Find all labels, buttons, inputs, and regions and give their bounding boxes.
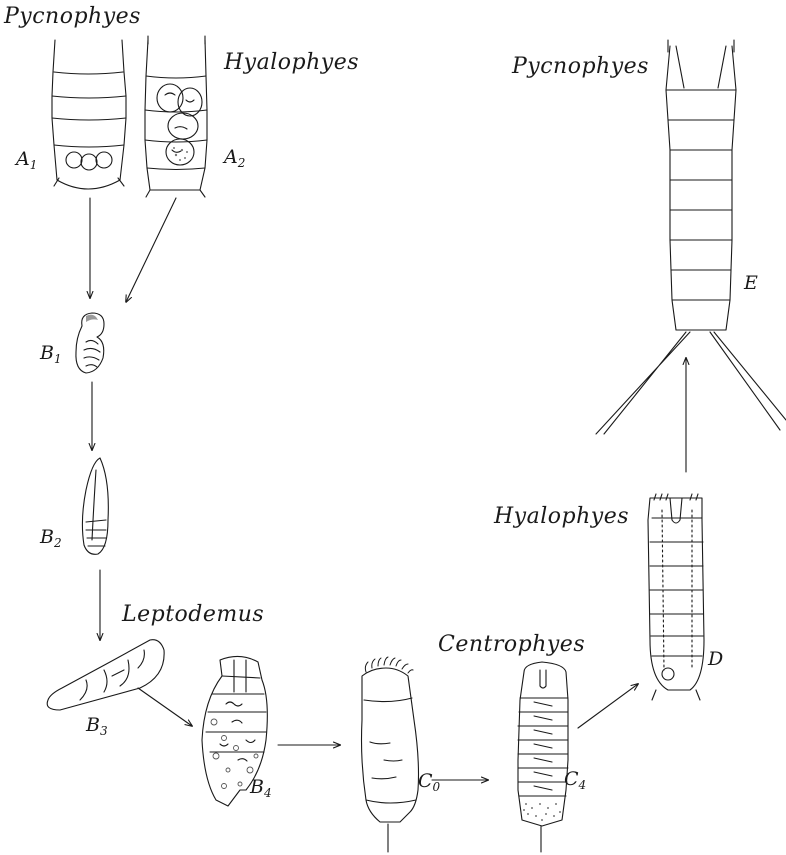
genus-label-hyalophyes-a: Hyalophyes — [224, 52, 359, 74]
stage-label-b3: B3 — [86, 716, 108, 737]
specimen-c0 — [362, 668, 419, 852]
stage-label-d: D — [708, 650, 723, 671]
stage-label-b4: B4 — [250, 778, 272, 799]
specimen-c4 — [518, 662, 568, 852]
specimen-b3 — [47, 640, 164, 710]
arrow-a2-b1 — [126, 198, 176, 302]
genus-label-pycnophyes-a: Pycnophyes — [4, 6, 141, 28]
specimen-d — [648, 494, 704, 700]
stage-label-e: E — [744, 274, 758, 295]
stage-label-c4: C4 — [564, 770, 586, 791]
specimen-b1 — [76, 313, 104, 373]
stage-label-b1: B1 — [40, 344, 62, 365]
specimen-a2 — [145, 36, 207, 197]
stage-label-b2: B2 — [40, 528, 62, 549]
arrow-c4-d — [578, 684, 638, 728]
genus-label-hyalophyes-d: Hyalophyes — [494, 506, 629, 528]
specimen-e — [596, 40, 786, 434]
stage-label-a2: A2 — [224, 148, 245, 169]
arrow-b3-b4 — [138, 688, 192, 726]
specimen-a1 — [52, 40, 126, 189]
genus-label-pycnophyes-e: Pycnophyes — [512, 56, 649, 78]
stage-label-c0: C0 — [418, 772, 440, 793]
stage-label-a1: A1 — [16, 150, 37, 171]
genus-label-centrophyes: Centrophyes — [438, 634, 585, 656]
specimen-b2 — [82, 458, 108, 554]
genus-label-leptodemus: Leptodemus — [122, 604, 264, 626]
